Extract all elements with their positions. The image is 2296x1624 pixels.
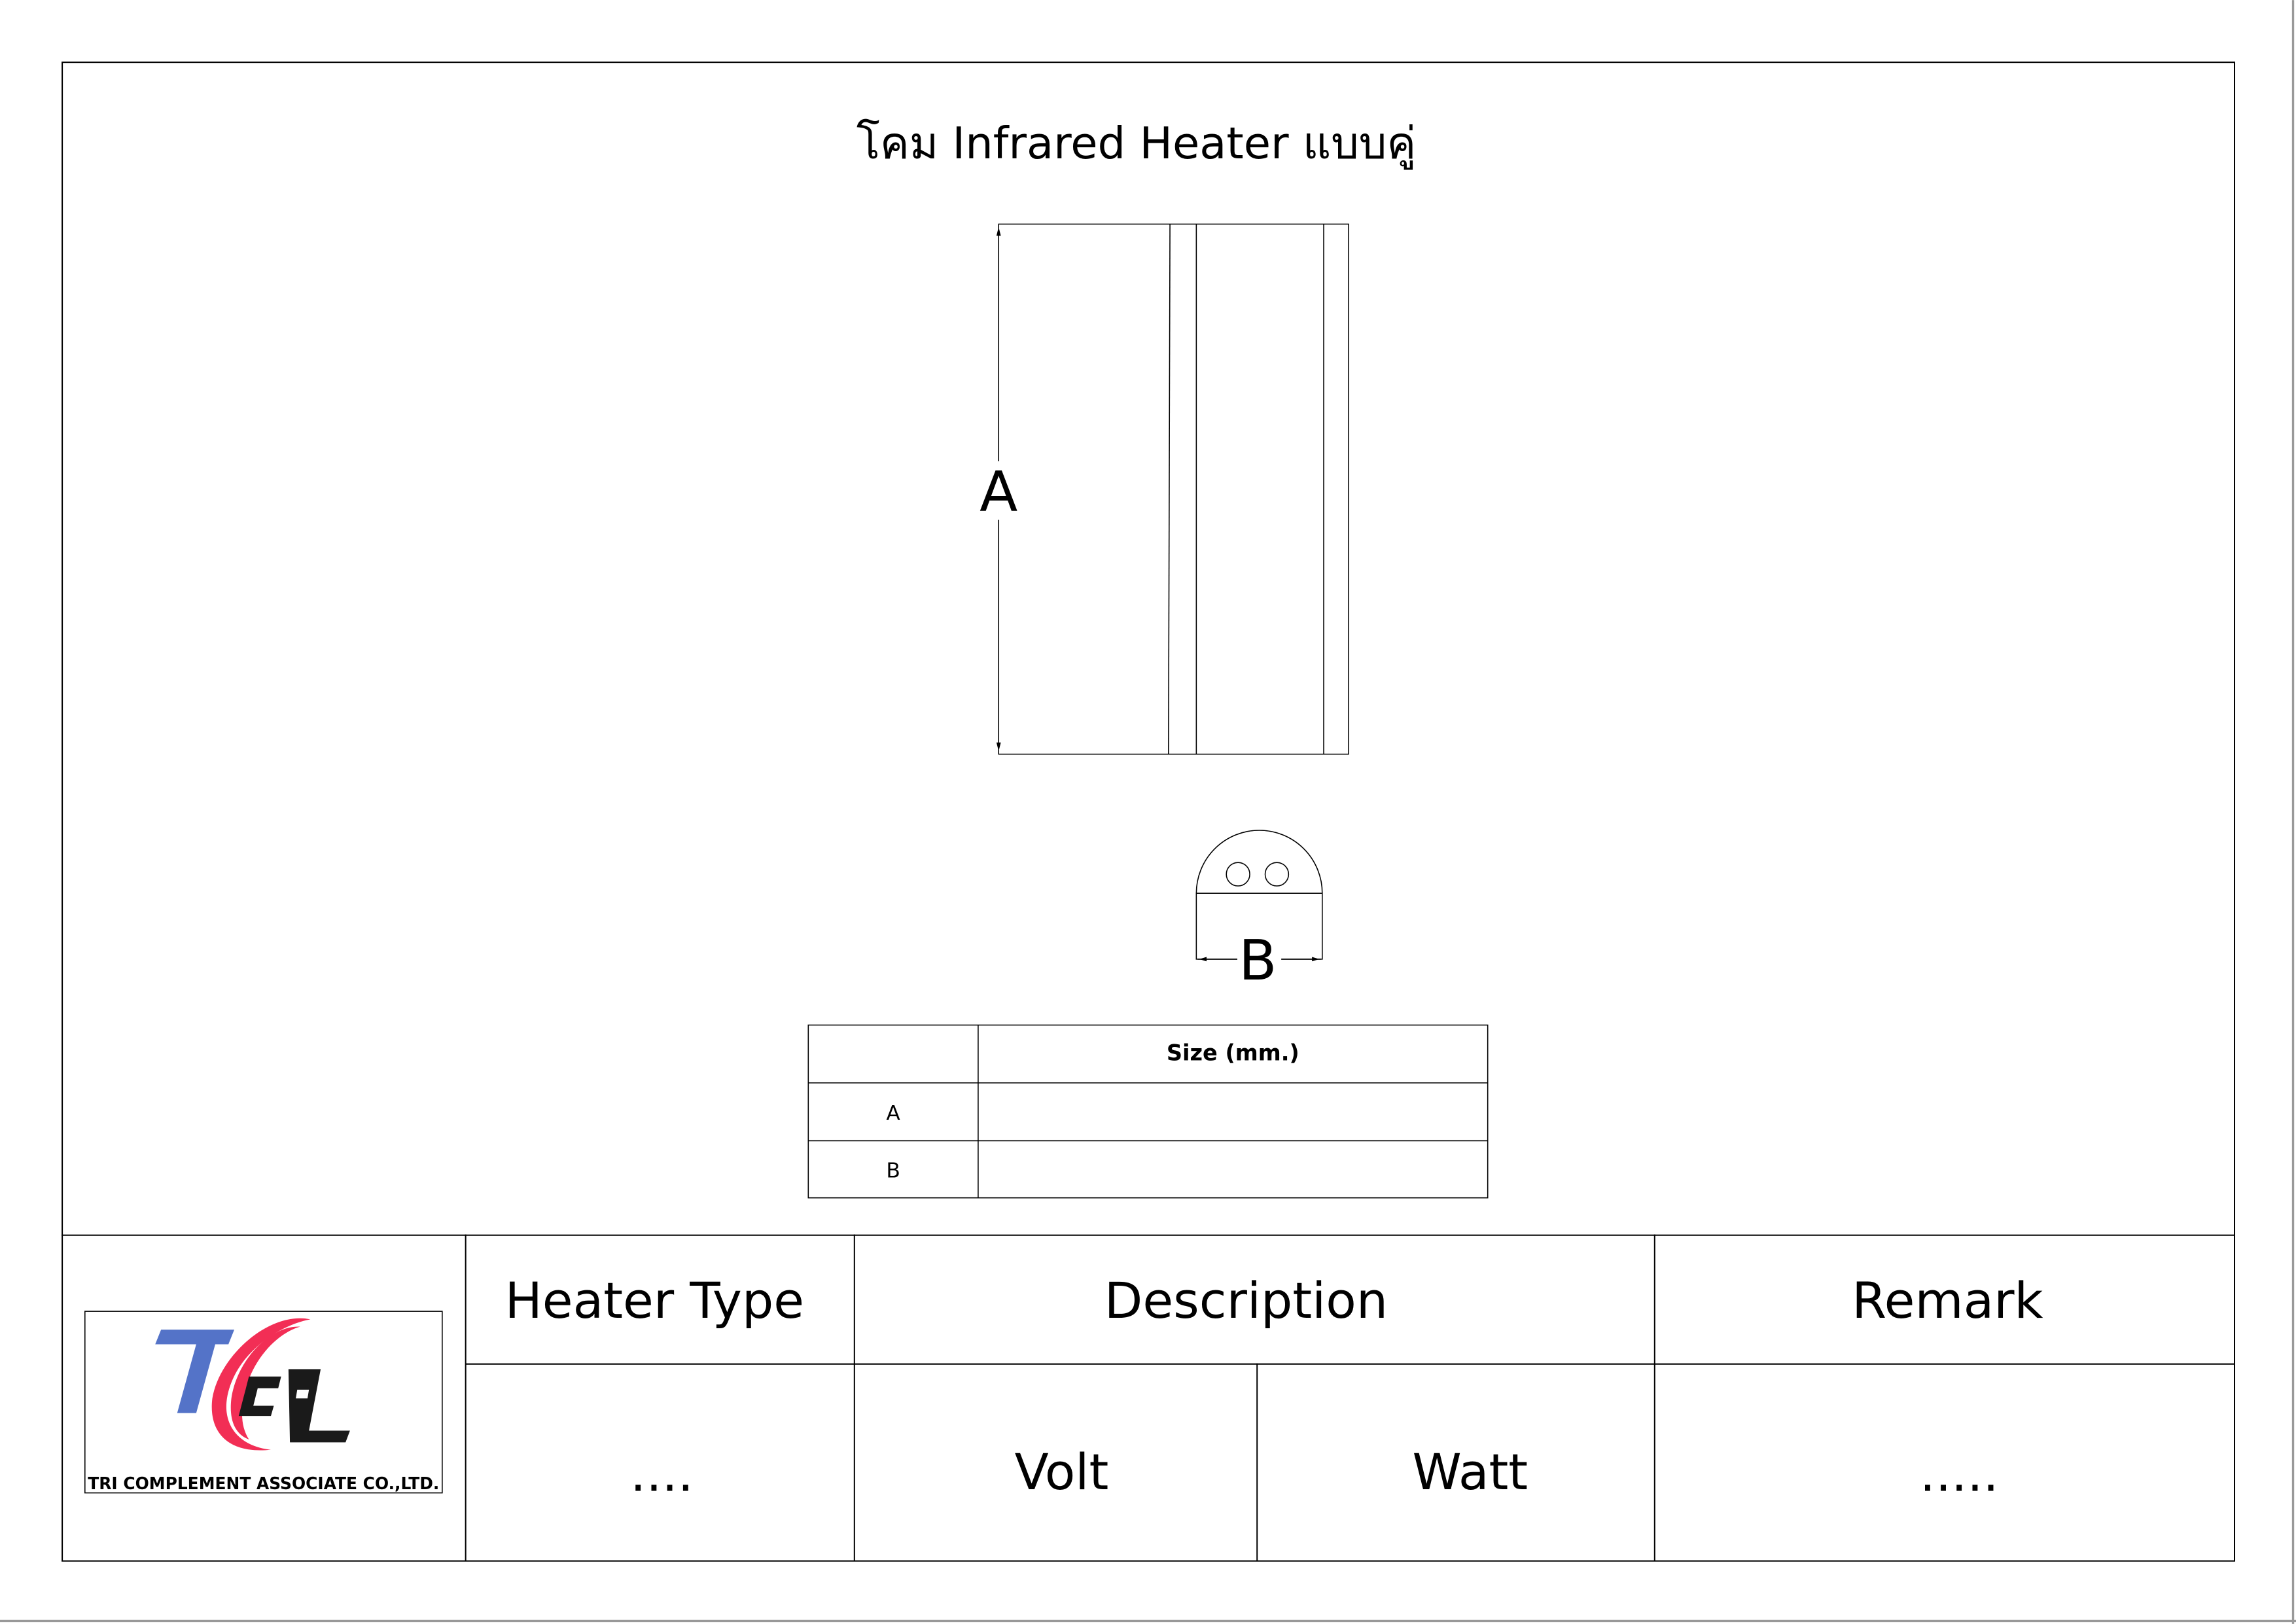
watt-label: Watt (1413, 1443, 1528, 1501)
dimension-a-label: A (980, 460, 1017, 525)
logo-cal (288, 1369, 350, 1443)
tube-circle (1226, 862, 1250, 887)
title-block: TRI COMPLEMENT ASSOCIATE CO.,LTD. Heater… (61, 1234, 2235, 1561)
side-view: A (972, 223, 1349, 755)
company-logo: TRI COMPLEMENT ASSOCIATE CO.,LTD. (84, 1311, 443, 1494)
remark-header: Remark (1852, 1271, 2043, 1330)
tube-circle (1264, 862, 1290, 887)
size-table-header: Size (mm.) (1167, 1040, 1299, 1065)
drawing-title: โคม Infrared Heater แบบคู่ (857, 118, 1416, 170)
company-name: TRI COMPLEMENT ASSOCIATE CO.,LTD. (88, 1474, 439, 1494)
drawing-frame (62, 62, 2236, 1562)
size-row-label-a: A (886, 1102, 900, 1125)
end-view: B (1195, 830, 1323, 993)
logo-t (155, 1330, 235, 1413)
remark-value[interactable]: ..... (1920, 1444, 1999, 1502)
size-row-label-b: B (886, 1159, 900, 1182)
size-table: Size (mm.) A B (807, 1024, 1489, 1199)
dimension-b-label: B (1239, 928, 1277, 993)
heater-type-header: Heater Type (505, 1271, 804, 1330)
volt-label: Volt (1015, 1443, 1109, 1501)
heater-type-value[interactable]: .... (630, 1444, 694, 1502)
description-header: Description (1104, 1271, 1388, 1330)
